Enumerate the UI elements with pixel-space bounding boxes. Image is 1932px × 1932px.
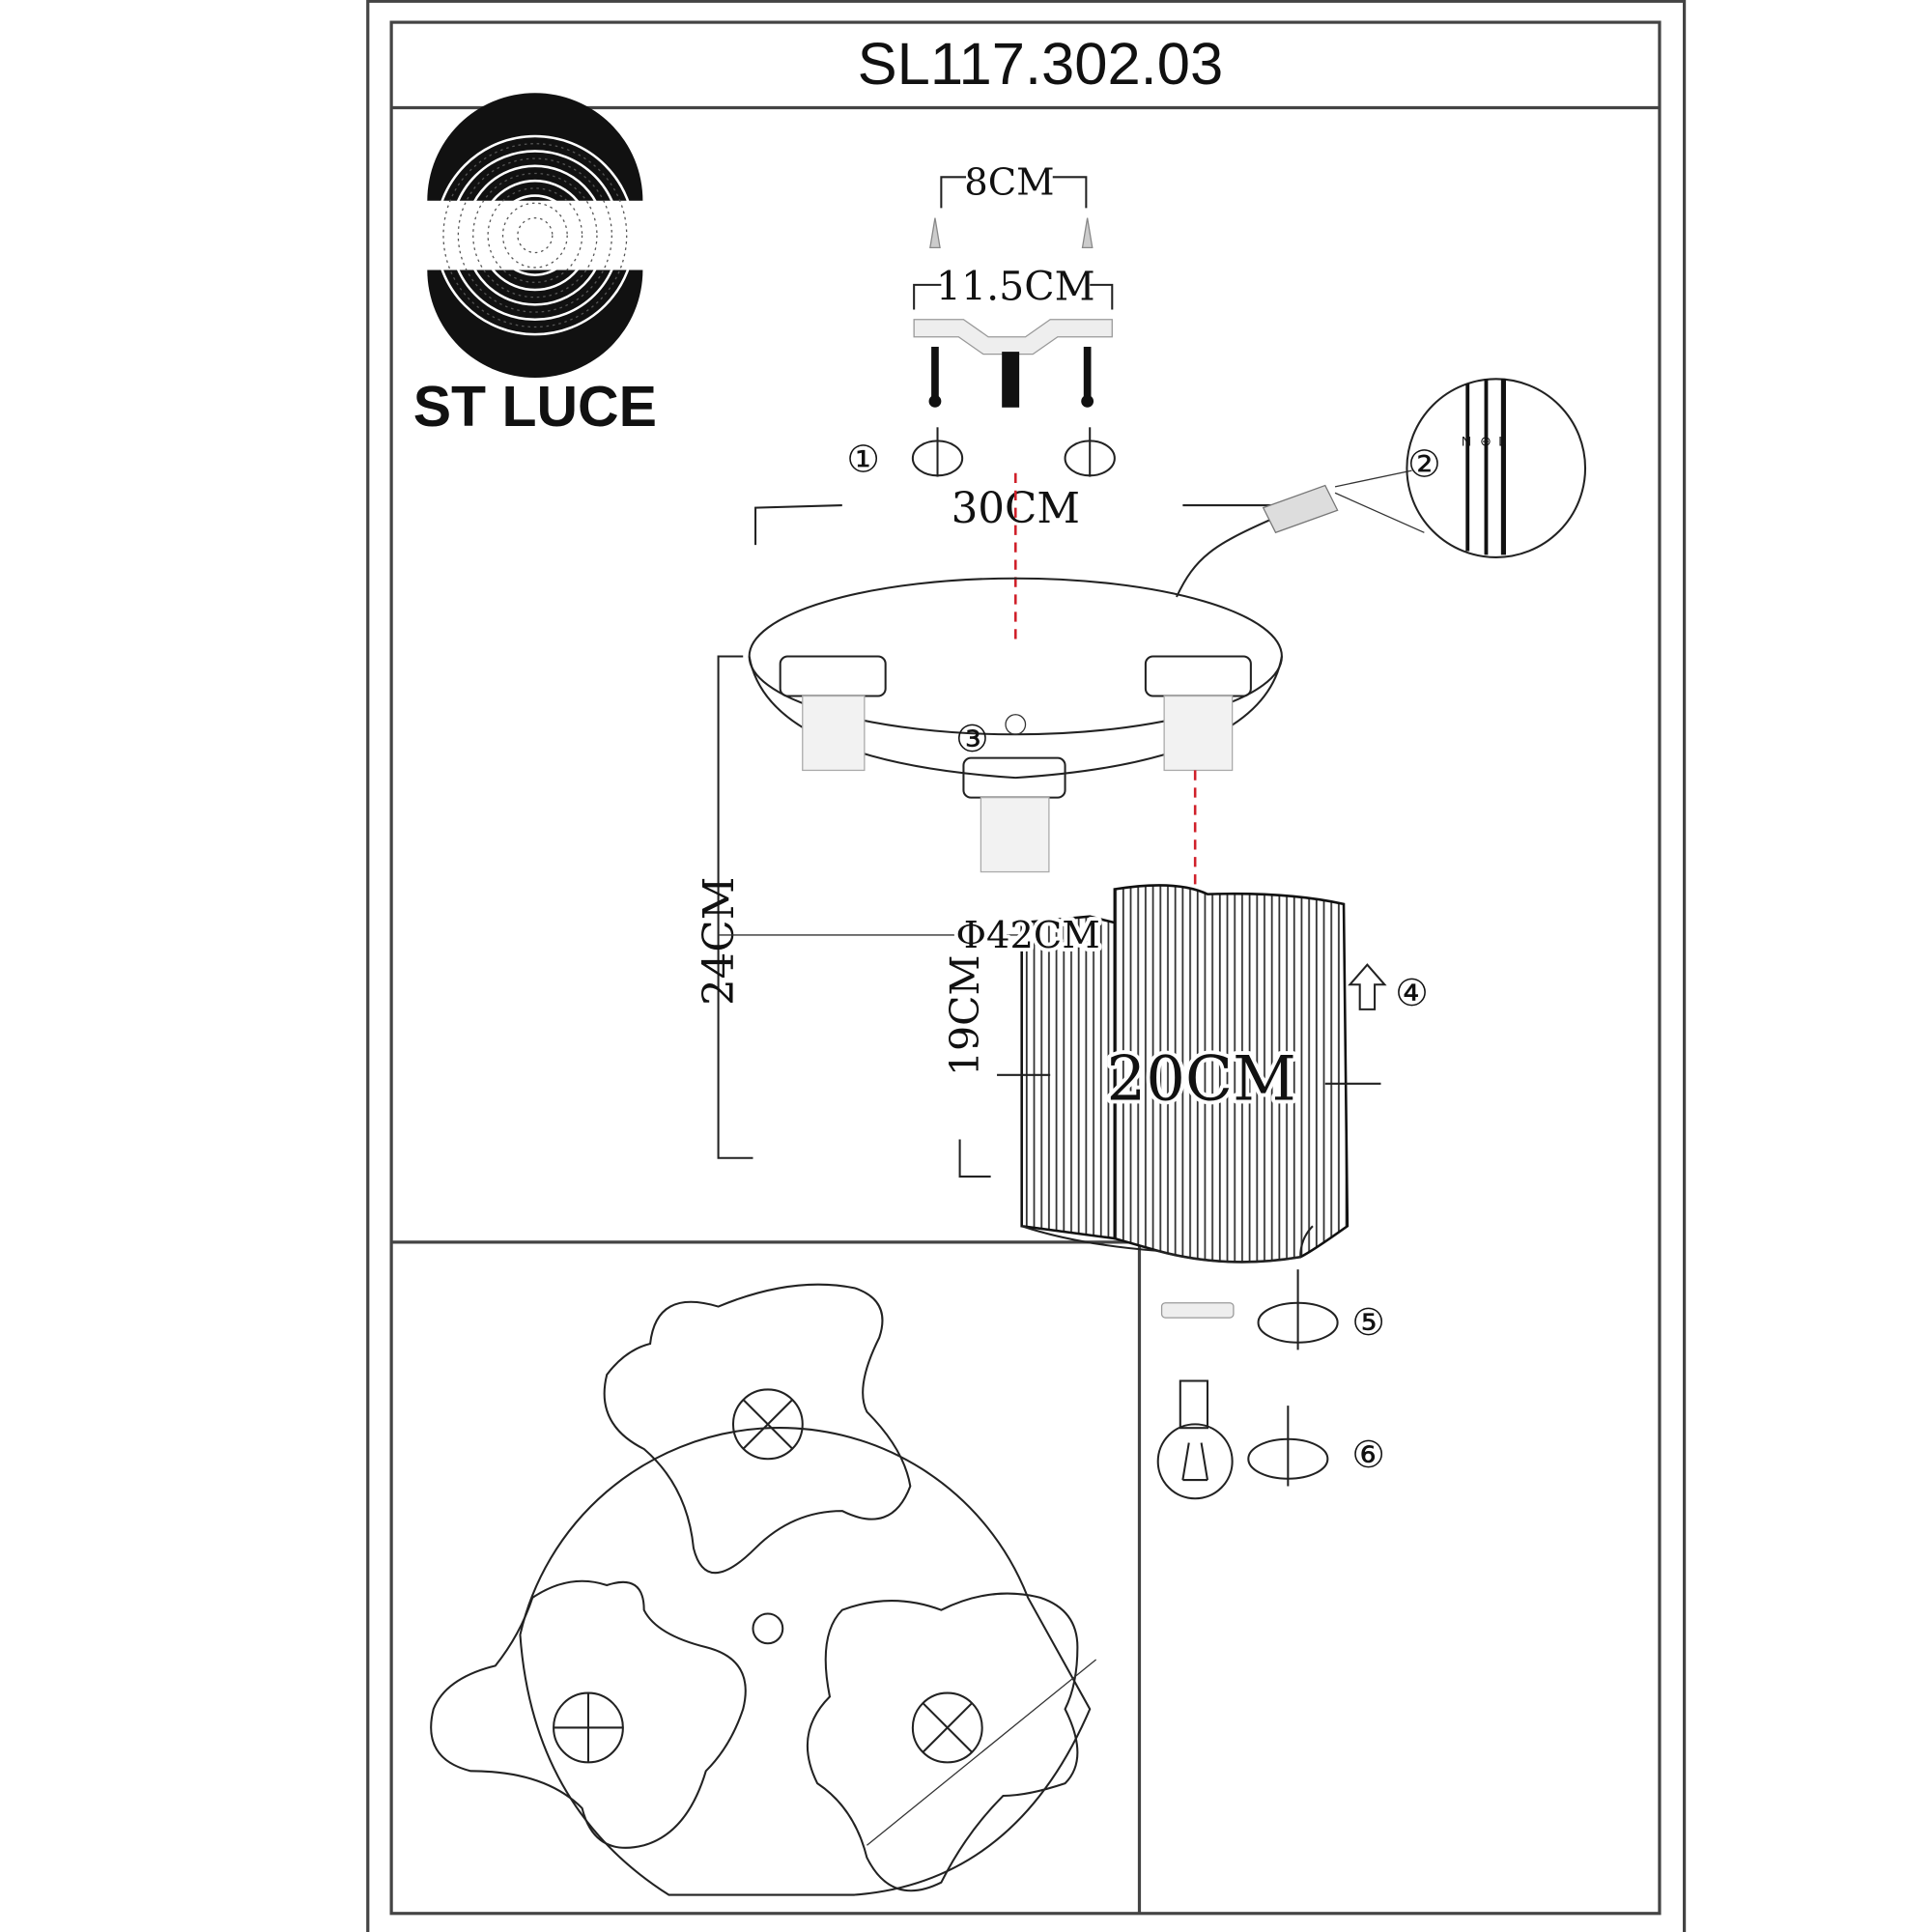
- glass-shade: 20CM: [997, 884, 1381, 1264]
- wall-plug-icon: [1081, 217, 1094, 249]
- terminal-n-label: N: [1462, 434, 1471, 449]
- bracket-hole-spacing: 8CM: [964, 160, 1054, 204]
- terminal-l-label: L: [1498, 434, 1506, 449]
- ceiling-canopy: [748, 577, 1283, 873]
- step-2-label: ②: [1407, 443, 1440, 487]
- shade-outline: [806, 1592, 1079, 1892]
- st-luce-logo: ST LUCE: [413, 93, 657, 439]
- terminal-block: [1262, 484, 1339, 534]
- arrow-up-icon: [1348, 963, 1387, 1010]
- overall-diameter: Φ42CM: [955, 914, 1099, 957]
- step-6-label: ⑥: [1351, 1434, 1384, 1477]
- terminal-earth-label: ⊕: [1480, 434, 1492, 449]
- locking-ring: [1160, 1302, 1235, 1319]
- wall-plug-icon: [929, 217, 941, 249]
- shade-height: 19CM: [942, 954, 988, 1076]
- step-3-label: ③: [955, 718, 988, 761]
- shade-outline: [603, 1283, 912, 1575]
- bottom-view: [430, 1283, 1097, 1896]
- rotate-screw-icon: [911, 427, 1116, 477]
- step-5-label: ⑤: [1351, 1301, 1384, 1345]
- inner-frame: [389, 20, 1662, 1916]
- mounting-bracket: 8CM 11.5CM: [913, 160, 1114, 408]
- brand-name: ST LUCE: [413, 376, 657, 439]
- light-bulb-icon: [1156, 1379, 1234, 1500]
- step-4-label: ④: [1395, 972, 1428, 1015]
- rotate-bulb-icon: [1247, 1406, 1329, 1487]
- total-height: 24CM: [696, 877, 744, 1006]
- bracket-length: 11.5CM: [936, 263, 1095, 309]
- step-1-label: ①: [846, 438, 879, 481]
- model-title: SL117.302.03: [858, 31, 1224, 98]
- panel-divider: [391, 1240, 1142, 1914]
- shade-outline: [430, 1579, 747, 1849]
- wiring-detail-callout: N ⊕ L: [1406, 378, 1587, 558]
- rotate-ring-icon: [1257, 1269, 1339, 1350]
- power-cable: [1176, 519, 1270, 598]
- outer-frame: [366, 0, 1687, 1932]
- shade-width: 20CM: [1106, 1043, 1295, 1115]
